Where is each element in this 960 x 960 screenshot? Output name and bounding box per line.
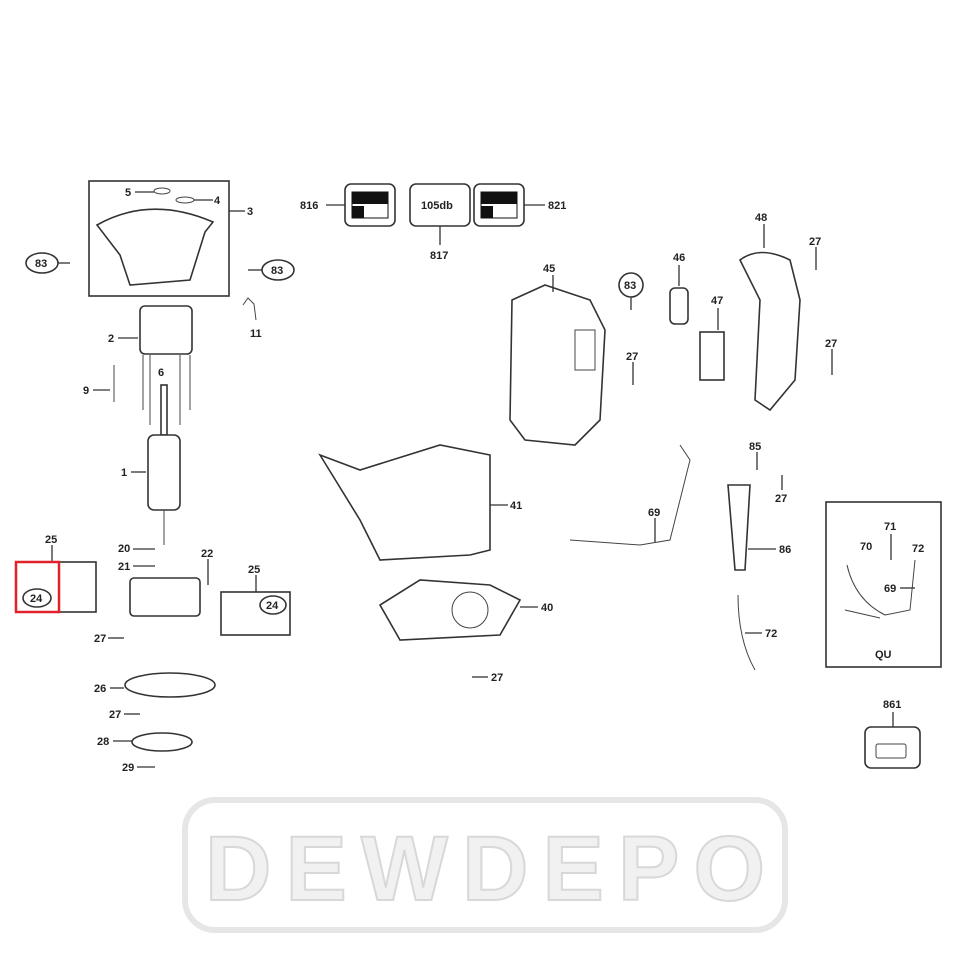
part-45-gear-housing[interactable] <box>509 284 606 446</box>
label-817[interactable]: 105db <box>409 183 471 227</box>
part-72-cord[interactable] <box>737 594 756 671</box>
callout-45: 45 <box>543 263 555 275</box>
callout-4: 4 <box>214 195 221 207</box>
label-816[interactable] <box>344 183 396 227</box>
callout-47: 47 <box>711 295 723 307</box>
callout-861: 861 <box>883 699 901 711</box>
part-41-motor-housing[interactable] <box>318 444 491 561</box>
callout-27: 27 <box>626 351 638 363</box>
part-26[interactable] <box>124 672 216 698</box>
callout-48: 48 <box>755 212 767 224</box>
callout-86: 86 <box>779 544 791 556</box>
callout-3: 3 <box>247 206 253 218</box>
callout-24: 24 <box>30 593 43 605</box>
callout-69: 69 <box>648 507 660 519</box>
callout-41: 41 <box>510 500 522 512</box>
callout-25: 25 <box>248 564 260 576</box>
callout-71: 71 <box>884 521 896 533</box>
callout-27: 27 <box>825 338 837 350</box>
callout-1: 1 <box>121 467 127 479</box>
callout-28: 28 <box>97 736 109 748</box>
part-2-field[interactable] <box>139 305 193 425</box>
part-861-kit-case[interactable] <box>864 726 921 769</box>
callout-821: 821 <box>548 200 566 212</box>
callout-6: 6 <box>158 367 164 379</box>
noise-level-label: 105db <box>421 200 453 212</box>
callout-9: 9 <box>83 385 89 397</box>
callout-27: 27 <box>775 493 787 505</box>
callout-11: 11 <box>250 328 262 340</box>
watermark: DEWDEPO <box>182 797 788 933</box>
callout-83: 83 <box>271 265 283 277</box>
part-86-cord-guard[interactable] <box>727 484 751 571</box>
part-47-switch[interactable] <box>699 331 725 381</box>
callout-20: 20 <box>118 543 130 555</box>
part-gear-case[interactable] <box>129 577 201 617</box>
callout-85: 85 <box>749 441 761 453</box>
callout-27: 27 <box>809 236 821 248</box>
callout-24: 24 <box>266 600 279 612</box>
callout-72: 72 <box>912 543 924 555</box>
callout-817: 817 <box>430 250 448 262</box>
callout-26: 26 <box>94 683 106 695</box>
callout-27: 27 <box>491 672 503 684</box>
part-40-housing[interactable] <box>378 579 522 641</box>
qu-label: QU <box>875 649 892 661</box>
callout-816: 816 <box>300 200 318 212</box>
part-1-armature[interactable] <box>147 384 181 545</box>
label-821[interactable] <box>473 183 525 227</box>
callout-22: 22 <box>201 548 213 560</box>
qu-kit-box[interactable] <box>825 501 942 668</box>
svg-text:DEWDEPO: DEWDEPO <box>205 818 765 920</box>
part-69-wire[interactable] <box>569 444 691 546</box>
callout-83: 83 <box>35 258 47 270</box>
callout-69: 69 <box>884 583 896 595</box>
callout-40: 40 <box>541 602 553 614</box>
callout-27: 27 <box>94 633 106 645</box>
callout-25: 25 <box>45 534 57 546</box>
callout-2: 2 <box>108 333 114 345</box>
callout-27: 27 <box>109 709 121 721</box>
callout-72: 72 <box>765 628 777 640</box>
part-46[interactable] <box>669 287 689 325</box>
callout-21: 21 <box>118 561 130 573</box>
part-48-handle[interactable] <box>738 251 801 412</box>
callout-70: 70 <box>860 541 872 553</box>
callout-29: 29 <box>122 762 134 774</box>
part-28-ring[interactable] <box>131 732 193 752</box>
callout-5: 5 <box>125 187 131 199</box>
callout-46: 46 <box>673 252 685 264</box>
callout-83: 83 <box>624 280 636 292</box>
part-3-housing-box[interactable] <box>88 180 245 297</box>
highlight-box-24[interactable] <box>14 560 61 614</box>
